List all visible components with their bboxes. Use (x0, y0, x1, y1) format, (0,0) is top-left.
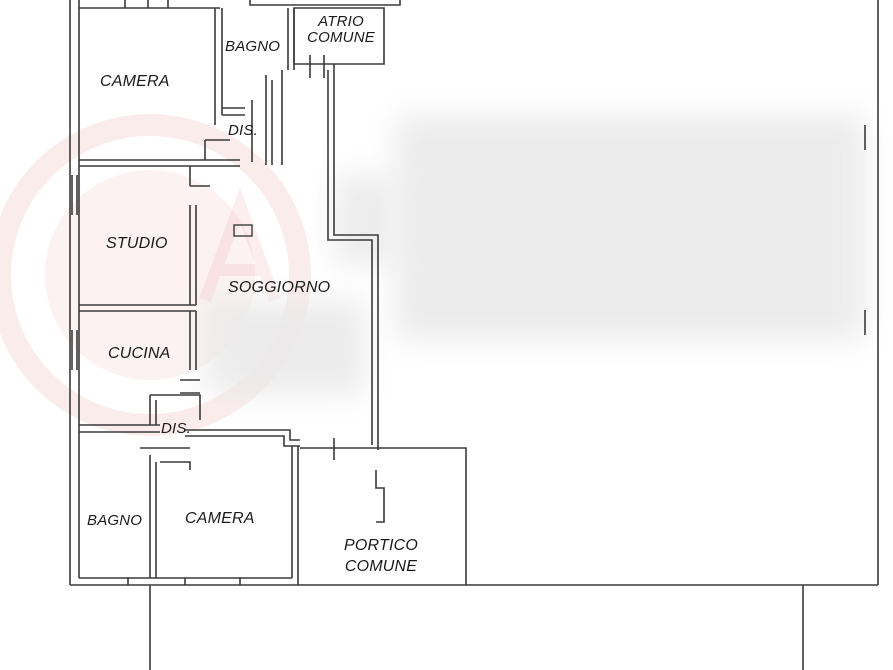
blurred-area-right (395, 115, 865, 340)
blurred-area-soggiorno (205, 300, 365, 395)
atrio-line-2: COMUNE (307, 28, 375, 46)
wall-camera-studio (79, 159, 240, 167)
wall-bagno-right (287, 8, 295, 70)
wall-dis-top-bottom (204, 139, 230, 160)
window-left-studio (71, 175, 78, 215)
portico-line-2: COMUNE (344, 557, 418, 575)
atrio-box (293, 7, 385, 65)
room-label-portico-comune: PORTICO COMUNE (336, 537, 426, 576)
camera-bottom-right (291, 446, 299, 585)
atrio-top (249, 0, 401, 6)
atrio-line-1: ATRIO (318, 13, 364, 30)
wall-studio-cucina (79, 304, 196, 312)
camera-bottom-top (140, 447, 191, 470)
blurred-area-center (335, 175, 395, 265)
room-label-dis-bottom: DIS. (161, 420, 191, 437)
soggiorno-wall-upper (333, 64, 379, 450)
wall-bagno-bottom (222, 107, 245, 116)
wall-dis-bottom-right (185, 429, 300, 447)
portico-box (300, 447, 467, 585)
watermark-ring-inner (45, 170, 255, 380)
soggiorno-small-fixture (233, 224, 253, 237)
wall-dis-bottom (79, 424, 160, 433)
studio-wall-right (189, 205, 197, 305)
room-label-studio: STUDIO (106, 235, 168, 252)
wall-dis-door (251, 70, 283, 165)
room-label-dis-top: DIS. (228, 122, 258, 139)
room-label-atrio-comune: ATRIO COMUNE (300, 14, 382, 46)
watermark-letter-a (199, 187, 281, 303)
portico-line-1: PORTICO (343, 537, 418, 554)
wall-dis-right (265, 75, 273, 165)
cucina-bottom-wall (149, 394, 201, 425)
portico-column (375, 470, 385, 523)
camera-top-wall-right (214, 8, 223, 125)
window-left-cucina (71, 330, 78, 370)
room-label-soggiorno: SOGGIORNO (228, 279, 331, 296)
window-bottom-camera (184, 578, 241, 585)
room-label-camera-bottom: CAMERA (185, 510, 255, 527)
cucina-wall-right (189, 311, 197, 370)
room-label-cucina: CUCINA (108, 345, 171, 362)
soggiorno-wall-upper-inner (327, 70, 373, 445)
atrio-door (309, 55, 325, 78)
studio-door (189, 166, 210, 187)
room-label-bagno-bottom: BAGNO (87, 512, 143, 529)
room-label-bagno-top: BAGNO (225, 38, 281, 55)
top-stub-1 (124, 0, 169, 8)
bagno-bottom-right-wall (149, 455, 157, 578)
room-label-camera-top: CAMERA (100, 73, 170, 90)
cucina-door (180, 379, 200, 394)
